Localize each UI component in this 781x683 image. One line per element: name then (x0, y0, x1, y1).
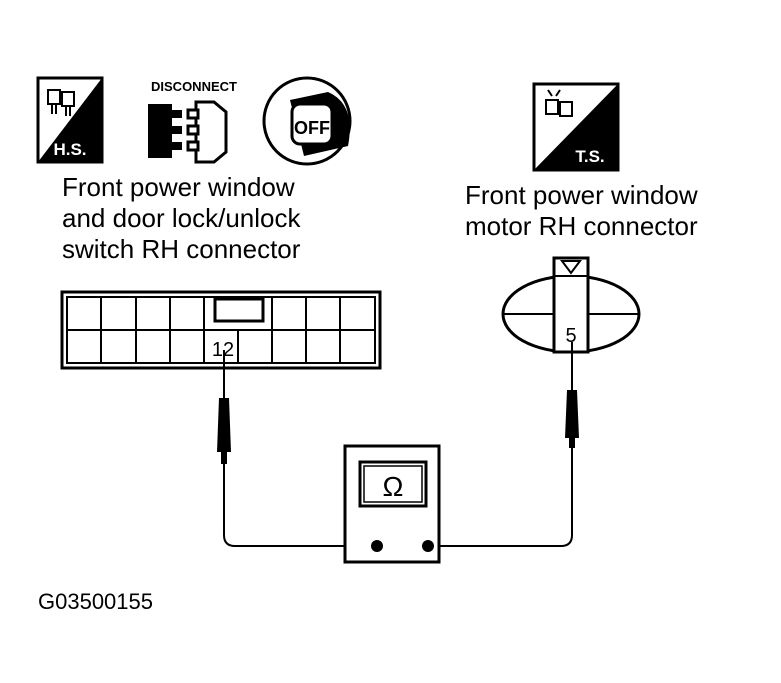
switch-connector: 12 (60, 290, 382, 370)
ignition-off-symbol: OFF (262, 76, 352, 166)
connector-lock-tab (213, 297, 265, 323)
connector-socket-icon (186, 100, 228, 164)
key-icon (290, 102, 334, 146)
meter-terminal-left (371, 540, 383, 552)
motor-connector: 5 (501, 256, 641, 354)
ohm-symbol: Ω (383, 471, 404, 502)
terminal-connector-icon (545, 89, 573, 117)
motor-label-line-1: Front power window (465, 180, 698, 210)
terminal-side-symbol: T.S. (532, 82, 620, 172)
probe-right (565, 342, 579, 448)
harness-side-label: H.S. (53, 140, 86, 159)
switch-label-line-1: Front power window (62, 172, 295, 202)
terminal-side-label: T.S. (575, 147, 604, 166)
terminal-index-mark (560, 260, 582, 275)
motor-label-line-2: motor RH connector (465, 211, 698, 241)
harness-connector-icon (47, 89, 75, 116)
switch-label-line-3: switch RH connector (62, 234, 301, 264)
disconnect-label: DISCONNECT (151, 79, 237, 94)
switch-connector-label: Front power window and door lock/unlock … (62, 172, 300, 265)
connector-plug-icon (148, 104, 182, 158)
ohmmeter: Ω (343, 444, 441, 564)
test-leads (223, 448, 573, 547)
disconnect-symbol: DISCONNECT (148, 79, 237, 164)
ohmmeter-display (358, 460, 428, 508)
figure-id: G03500155 (38, 589, 153, 614)
motor-connector-label: Front power window motor RH connector (465, 180, 698, 242)
meter-terminal-right (422, 540, 434, 552)
motor-terminal-number: 5 (565, 325, 576, 347)
harness-side-symbol: H.S. (36, 76, 104, 164)
probe-left (217, 350, 231, 464)
switch-label-line-2: and door lock/unlock (62, 203, 301, 233)
ignition-state-label: OFF (294, 118, 330, 138)
